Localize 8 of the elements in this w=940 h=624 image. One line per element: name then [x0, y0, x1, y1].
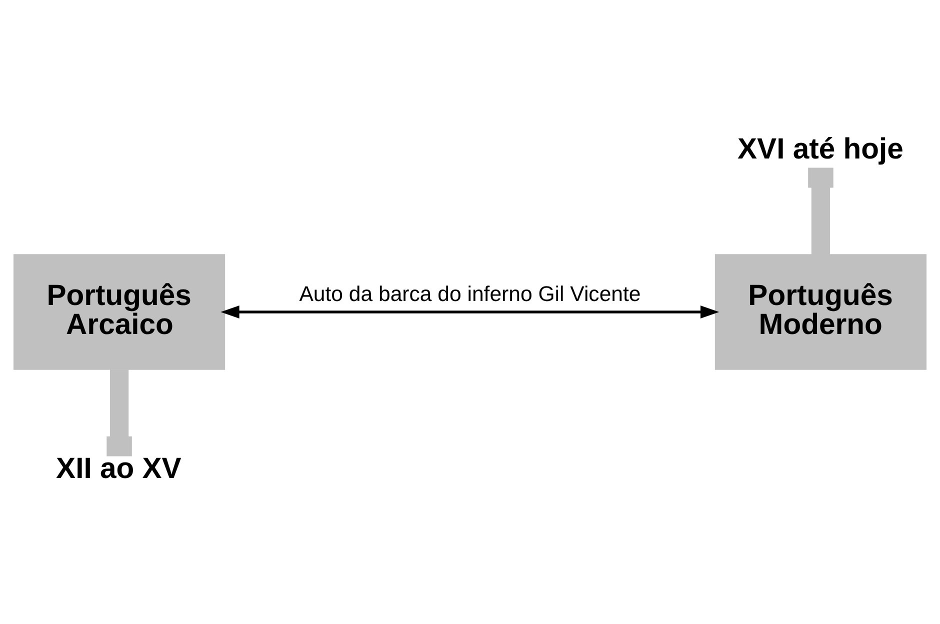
- connector: [808, 168, 834, 255]
- node-box: Português Arcaico: [13, 254, 226, 370]
- node-box: Português Moderno: [714, 254, 927, 370]
- connector: [106, 370, 132, 456]
- node-text: XII ao XV: [56, 452, 182, 485]
- node-text: XVI até hoje: [738, 132, 904, 166]
- arrow: [220, 305, 720, 319]
- edge-label: Auto da barca do inferno Gil Vicente: [299, 282, 641, 306]
